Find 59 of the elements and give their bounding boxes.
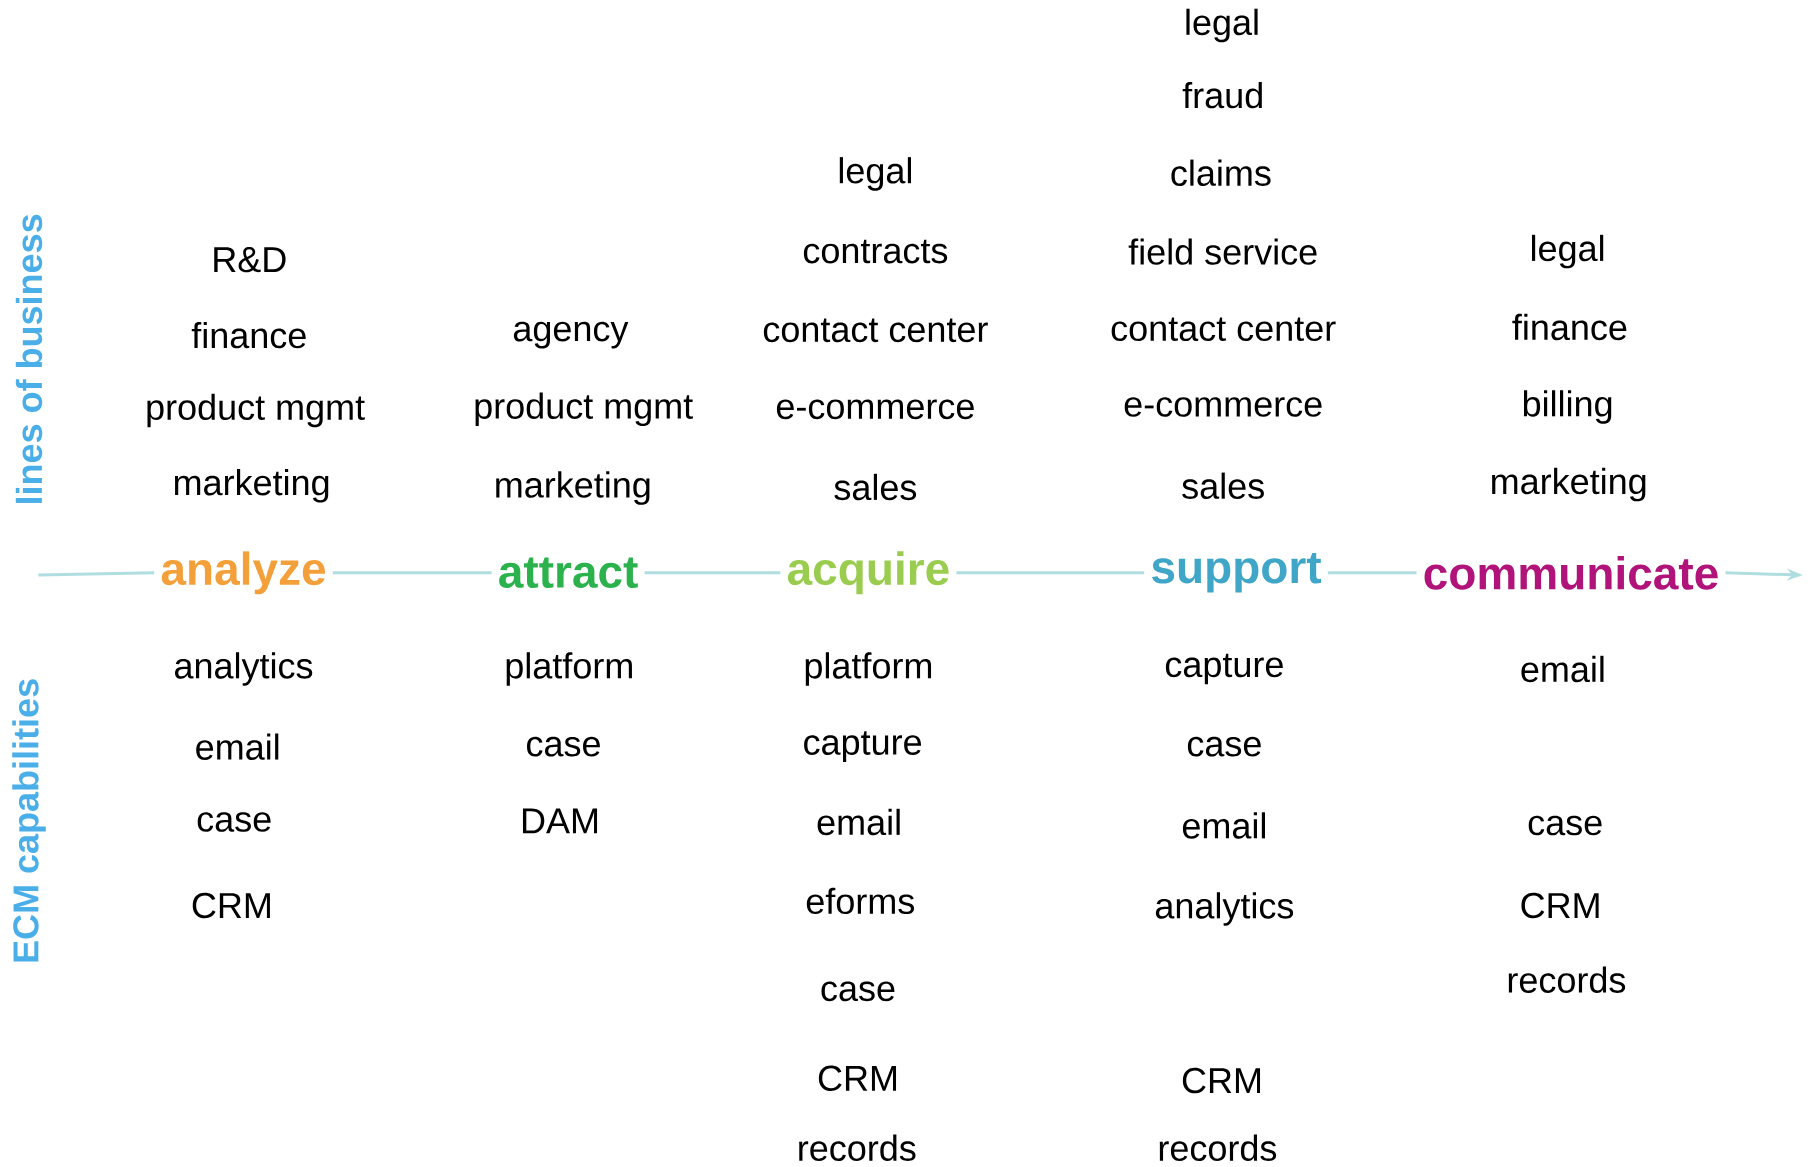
item-label: records xyxy=(1159,1134,1277,1161)
stage-label: analyze xyxy=(161,551,326,595)
item-label: agency xyxy=(513,321,629,349)
item-label: case xyxy=(527,736,600,757)
item-label: finance xyxy=(1512,313,1627,341)
item-label: claims xyxy=(1171,159,1271,186)
item-label: finance xyxy=(191,321,306,349)
stage-label: attract xyxy=(499,557,638,589)
item-label: marketing xyxy=(1492,467,1646,502)
item-label: capture xyxy=(804,731,922,763)
item-label: contact center xyxy=(763,318,988,343)
item-label: analytics xyxy=(175,652,313,686)
timeline-line xyxy=(644,571,781,575)
item-label: field service xyxy=(1128,238,1317,265)
item-label: billing xyxy=(1523,390,1612,424)
item-label: email xyxy=(1521,655,1604,683)
item-label: sales xyxy=(834,473,917,501)
item-label: e-commerce xyxy=(776,399,974,420)
timeline-line xyxy=(332,571,492,575)
item-label: e-commerce xyxy=(1124,397,1322,417)
item-label: email xyxy=(1182,812,1265,839)
item-label: product mgmt xyxy=(147,393,365,428)
item-label: email xyxy=(817,808,900,836)
timeline-line xyxy=(956,571,1145,575)
item-label: email xyxy=(196,733,279,760)
item-label: CRM xyxy=(1182,1067,1260,1094)
item-label: capture xyxy=(1165,653,1283,685)
item-label: platform xyxy=(805,652,932,686)
timeline-line xyxy=(1327,571,1417,575)
item-label: marketing xyxy=(496,471,650,505)
item-label: CRM xyxy=(818,1065,896,1092)
item-label: case xyxy=(821,981,895,1002)
stage-label: support xyxy=(1152,553,1322,593)
item-label: R&D xyxy=(214,247,286,273)
item-label: legal xyxy=(839,157,911,191)
item-label: platform xyxy=(506,652,632,686)
item-label: CRM xyxy=(1521,892,1599,919)
item-label: product mgmt xyxy=(475,392,693,427)
item-label: case xyxy=(197,812,271,832)
item-label: fraud xyxy=(1182,81,1262,109)
item-label: analytics xyxy=(1155,892,1294,926)
item-label: records xyxy=(1508,966,1626,993)
timeline-line xyxy=(38,571,155,577)
item-label: contact center xyxy=(1111,317,1336,342)
section-label: ECM capabilities xyxy=(12,679,46,962)
item-label: CRM xyxy=(192,892,270,919)
item-label: contracts xyxy=(803,239,948,264)
item-label: sales xyxy=(1182,472,1264,499)
item-label: case xyxy=(1528,815,1602,836)
item-label: legal xyxy=(1186,8,1258,43)
item-label: records xyxy=(799,1134,916,1161)
stage-label: acquire xyxy=(787,551,949,595)
item-label: case xyxy=(1187,736,1261,757)
item-label: DAM xyxy=(522,808,598,834)
item-label: eforms xyxy=(806,887,914,915)
item-label: legal xyxy=(1532,234,1604,269)
section-label: lines of business xyxy=(15,214,43,503)
stage-label: communicate xyxy=(1424,555,1718,590)
item-label: marketing xyxy=(174,469,329,503)
